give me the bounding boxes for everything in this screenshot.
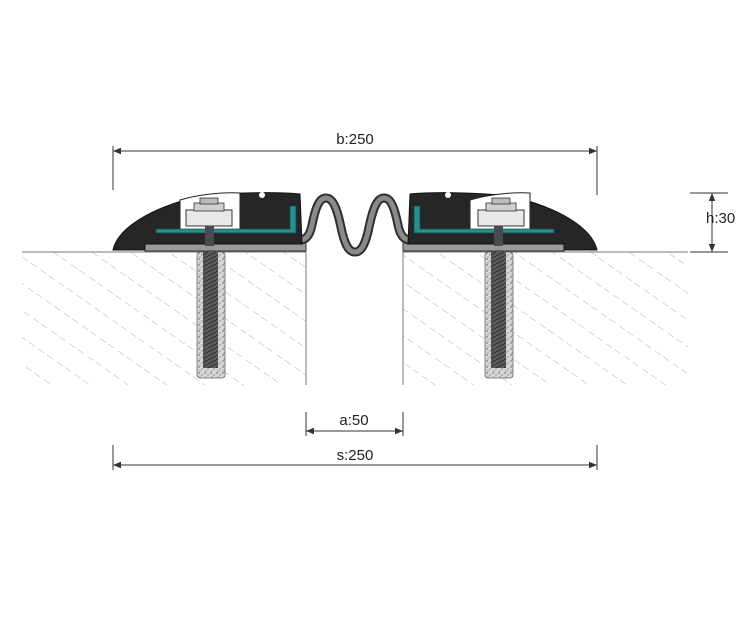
dimension-s: s:250 [112, 445, 598, 470]
dimension-h-label: h:30 [706, 210, 735, 227]
dimension-a: a:50 [305, 412, 404, 436]
concrete-slab-right [402, 251, 688, 385]
dimension-b: b:250 [112, 131, 598, 195]
anchor-hole-left [196, 251, 226, 379]
anchor-hole-right [484, 251, 514, 379]
profile-right [407, 192, 598, 251]
dimension-s-label: s:250 [337, 447, 374, 464]
dimension-a-label: a:50 [339, 412, 368, 429]
profile-left [112, 192, 303, 251]
concrete-slab-left [22, 251, 307, 385]
dimension-h: h:30 [690, 192, 735, 253]
dimension-b-label: b:250 [336, 131, 374, 148]
